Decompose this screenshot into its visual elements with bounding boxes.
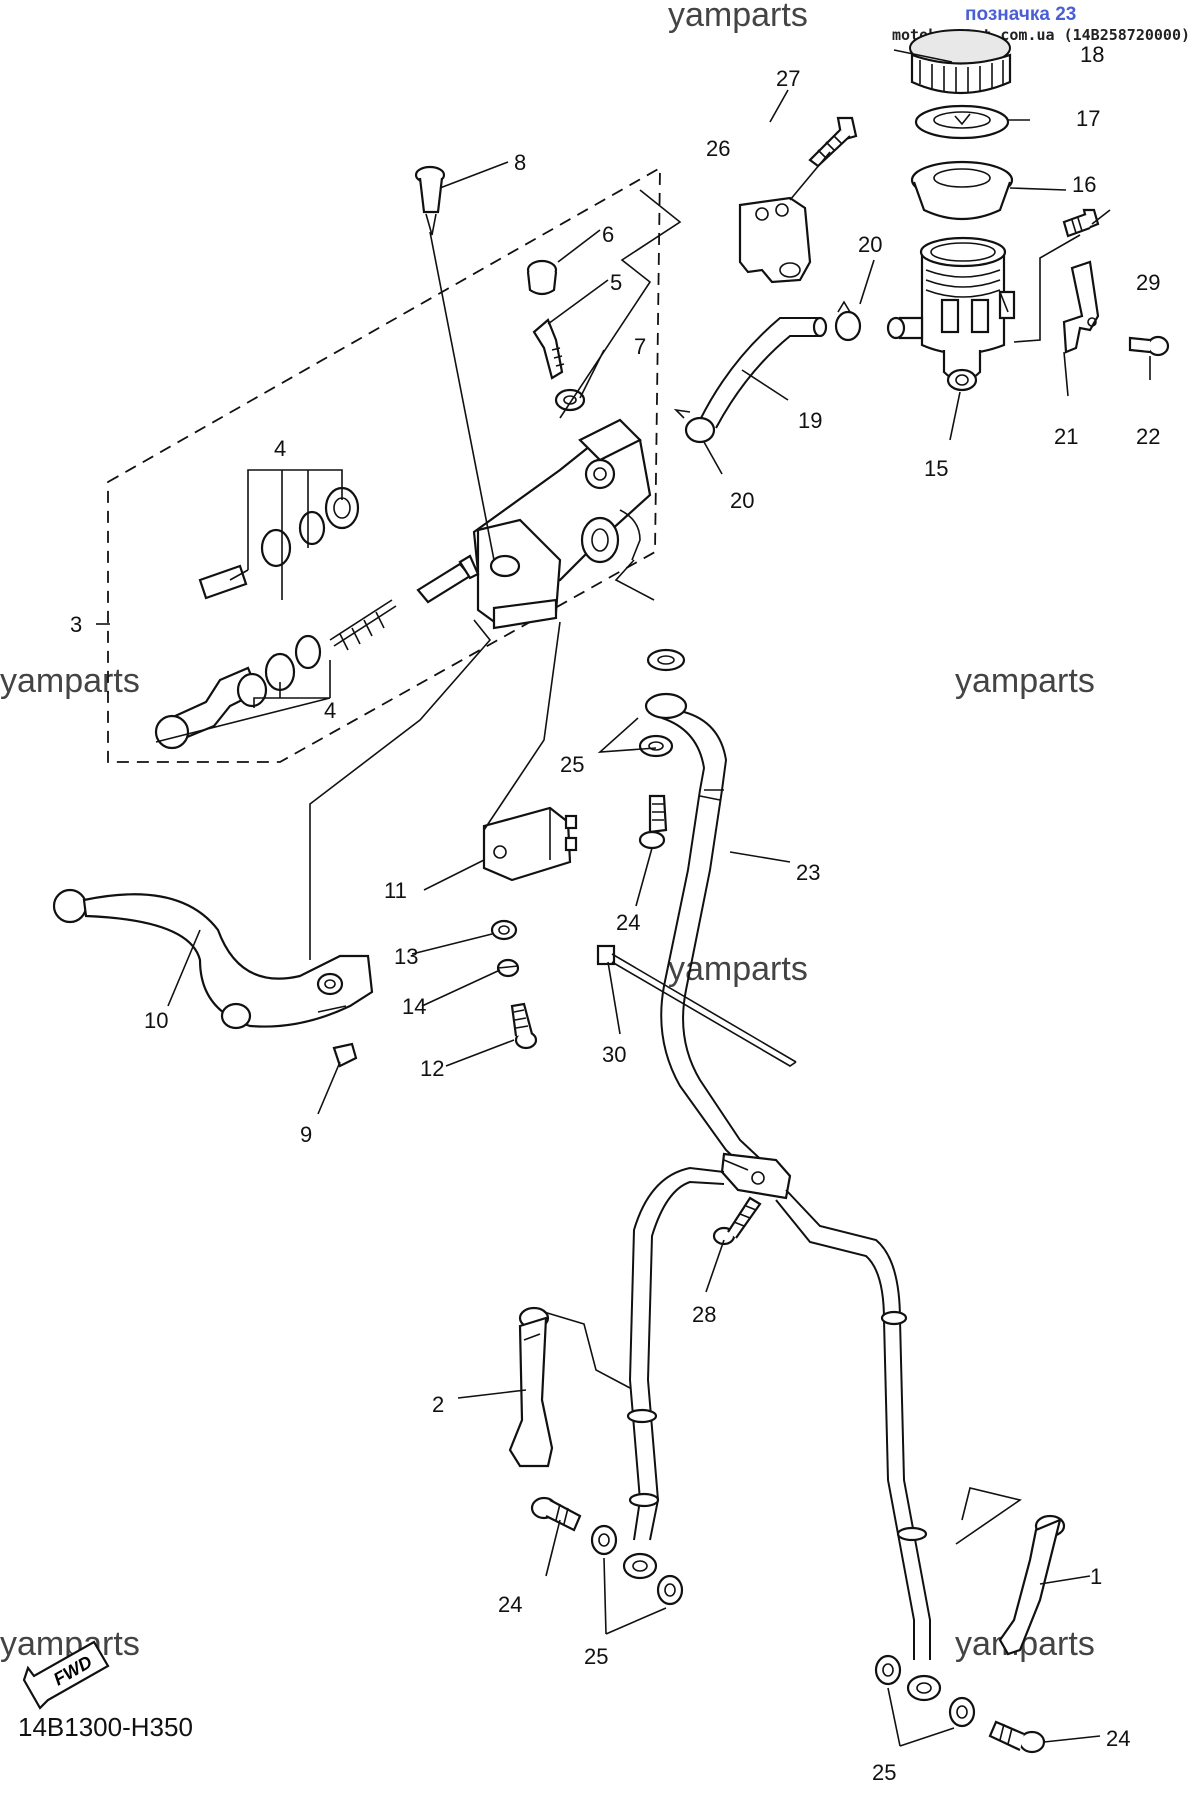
- brake-switch-11: [482, 806, 578, 882]
- callout-10: 10: [144, 1008, 168, 1033]
- callout-25-upper: 25: [560, 752, 584, 777]
- watermark-left: yamparts: [0, 662, 140, 700]
- watermark-right: yamparts: [955, 662, 1095, 700]
- washer-14: [496, 958, 520, 978]
- washer-7: [554, 388, 586, 412]
- union-bolt-24-lower-right: [988, 1720, 1046, 1754]
- brake-lever-10: [52, 888, 374, 1030]
- callout-16: 16: [1072, 172, 1096, 197]
- washer-25-lower-right-b: [948, 1696, 976, 1728]
- hose-clip-20-upper: [834, 300, 862, 342]
- brake-hose-23: [644, 692, 771, 1179]
- callout-26: 26: [706, 136, 730, 161]
- washer-13: [490, 919, 518, 941]
- nut-9: [332, 1042, 358, 1068]
- reservoir-tank-15: [886, 236, 1016, 392]
- callout-7: 7: [634, 334, 646, 359]
- piston-kit-4-lower: [154, 554, 480, 750]
- diagram-code: 14B1300-H350: [18, 1712, 193, 1742]
- piston-kit-4-upper: [198, 486, 360, 600]
- washer-25-lower-right-a: [874, 1654, 902, 1686]
- callout-13: 13: [394, 944, 418, 969]
- bolt-27: [808, 116, 858, 168]
- callout-labels: 1 2 3 4 4 5 6 7 8 9 10 11 12 13 14 15 16…: [70, 42, 1160, 1785]
- holder-26: [738, 196, 812, 284]
- lower-hose-left: [622, 1166, 725, 1580]
- callout-22: 22: [1136, 424, 1160, 449]
- hose-clip-20-lower: [673, 408, 716, 444]
- callout-23: 23: [796, 860, 820, 885]
- callout-27: 27: [776, 66, 800, 91]
- callout-19: 19: [798, 408, 822, 433]
- washer-25-lower-left-b: [656, 1574, 684, 1606]
- reservoir-cap-18: [909, 29, 1012, 95]
- callout-2: 2: [432, 1392, 444, 1417]
- bolt-28: [712, 1196, 762, 1246]
- callout-4-lower: 4: [324, 698, 336, 723]
- callout-4-upper: 4: [274, 436, 286, 461]
- callout-15: 15: [924, 456, 948, 481]
- washer-25-lower-left-a: [590, 1524, 618, 1556]
- master-cylinder-body: [472, 418, 652, 630]
- callout-28: 28: [692, 1302, 716, 1327]
- fwd-arrow-icon: FWD: [22, 1640, 110, 1710]
- callout-20-lower: 20: [730, 488, 754, 513]
- callout-14: 14: [402, 994, 426, 1019]
- washer-25-upper-b: [638, 734, 674, 758]
- bolt-29: [1062, 208, 1100, 238]
- kit-boundary-dashed: [107, 166, 661, 763]
- callout-8: 8: [514, 150, 526, 175]
- callout-18: 18: [1080, 42, 1104, 67]
- callout-24-lower-left: 24: [498, 1592, 522, 1617]
- callout-21: 21: [1054, 424, 1078, 449]
- leader-lines: [96, 49, 1151, 1747]
- callout-9: 9: [300, 1122, 312, 1147]
- callout-30: 30: [602, 1042, 626, 1067]
- diaphragm-plate-17: [914, 104, 1010, 140]
- bleed-screw-5: [532, 318, 565, 380]
- watermark-top: yamparts: [668, 0, 808, 34]
- callout-25-lower-right: 25: [872, 1760, 896, 1785]
- callout-24-lower-right: 24: [1106, 1726, 1130, 1751]
- callout-11: 11: [384, 878, 407, 903]
- callout-25-lower-left: 25: [584, 1644, 608, 1669]
- callout-6: 6: [602, 222, 614, 247]
- hose-holder-2: [508, 1306, 554, 1468]
- reservoir-bracket-21: [1062, 260, 1100, 354]
- callout-29: 29: [1136, 270, 1160, 295]
- callout-3: 3: [70, 612, 82, 637]
- diaphragm-16: [910, 160, 1014, 221]
- union-bolt-24-lower-left: [530, 1496, 582, 1532]
- pivot-bolt-8: [414, 165, 446, 236]
- screw-22: [1128, 335, 1170, 357]
- diagram-badge-link[interactable]: позначка 23: [965, 4, 1077, 25]
- hose-holder-1: [998, 1514, 1066, 1656]
- washer-25-upper-a: [646, 648, 686, 672]
- union-bolt-24-upper: [638, 794, 668, 850]
- dust-cap-6: [526, 259, 558, 296]
- callout-20-upper: 20: [858, 232, 882, 257]
- hose-splitter: [720, 1152, 792, 1200]
- callout-24-upper: 24: [616, 910, 640, 935]
- callout-12: 12: [420, 1056, 444, 1081]
- callout-1: 1: [1090, 1564, 1102, 1589]
- callout-5: 5: [610, 270, 622, 295]
- hose-19: [699, 316, 828, 429]
- cable-tie-30: [596, 944, 797, 1067]
- lower-hose-right: [775, 1189, 942, 1702]
- callout-17: 17: [1076, 106, 1100, 131]
- screw-12: [510, 1002, 538, 1050]
- watermark-center: yamparts: [668, 950, 808, 988]
